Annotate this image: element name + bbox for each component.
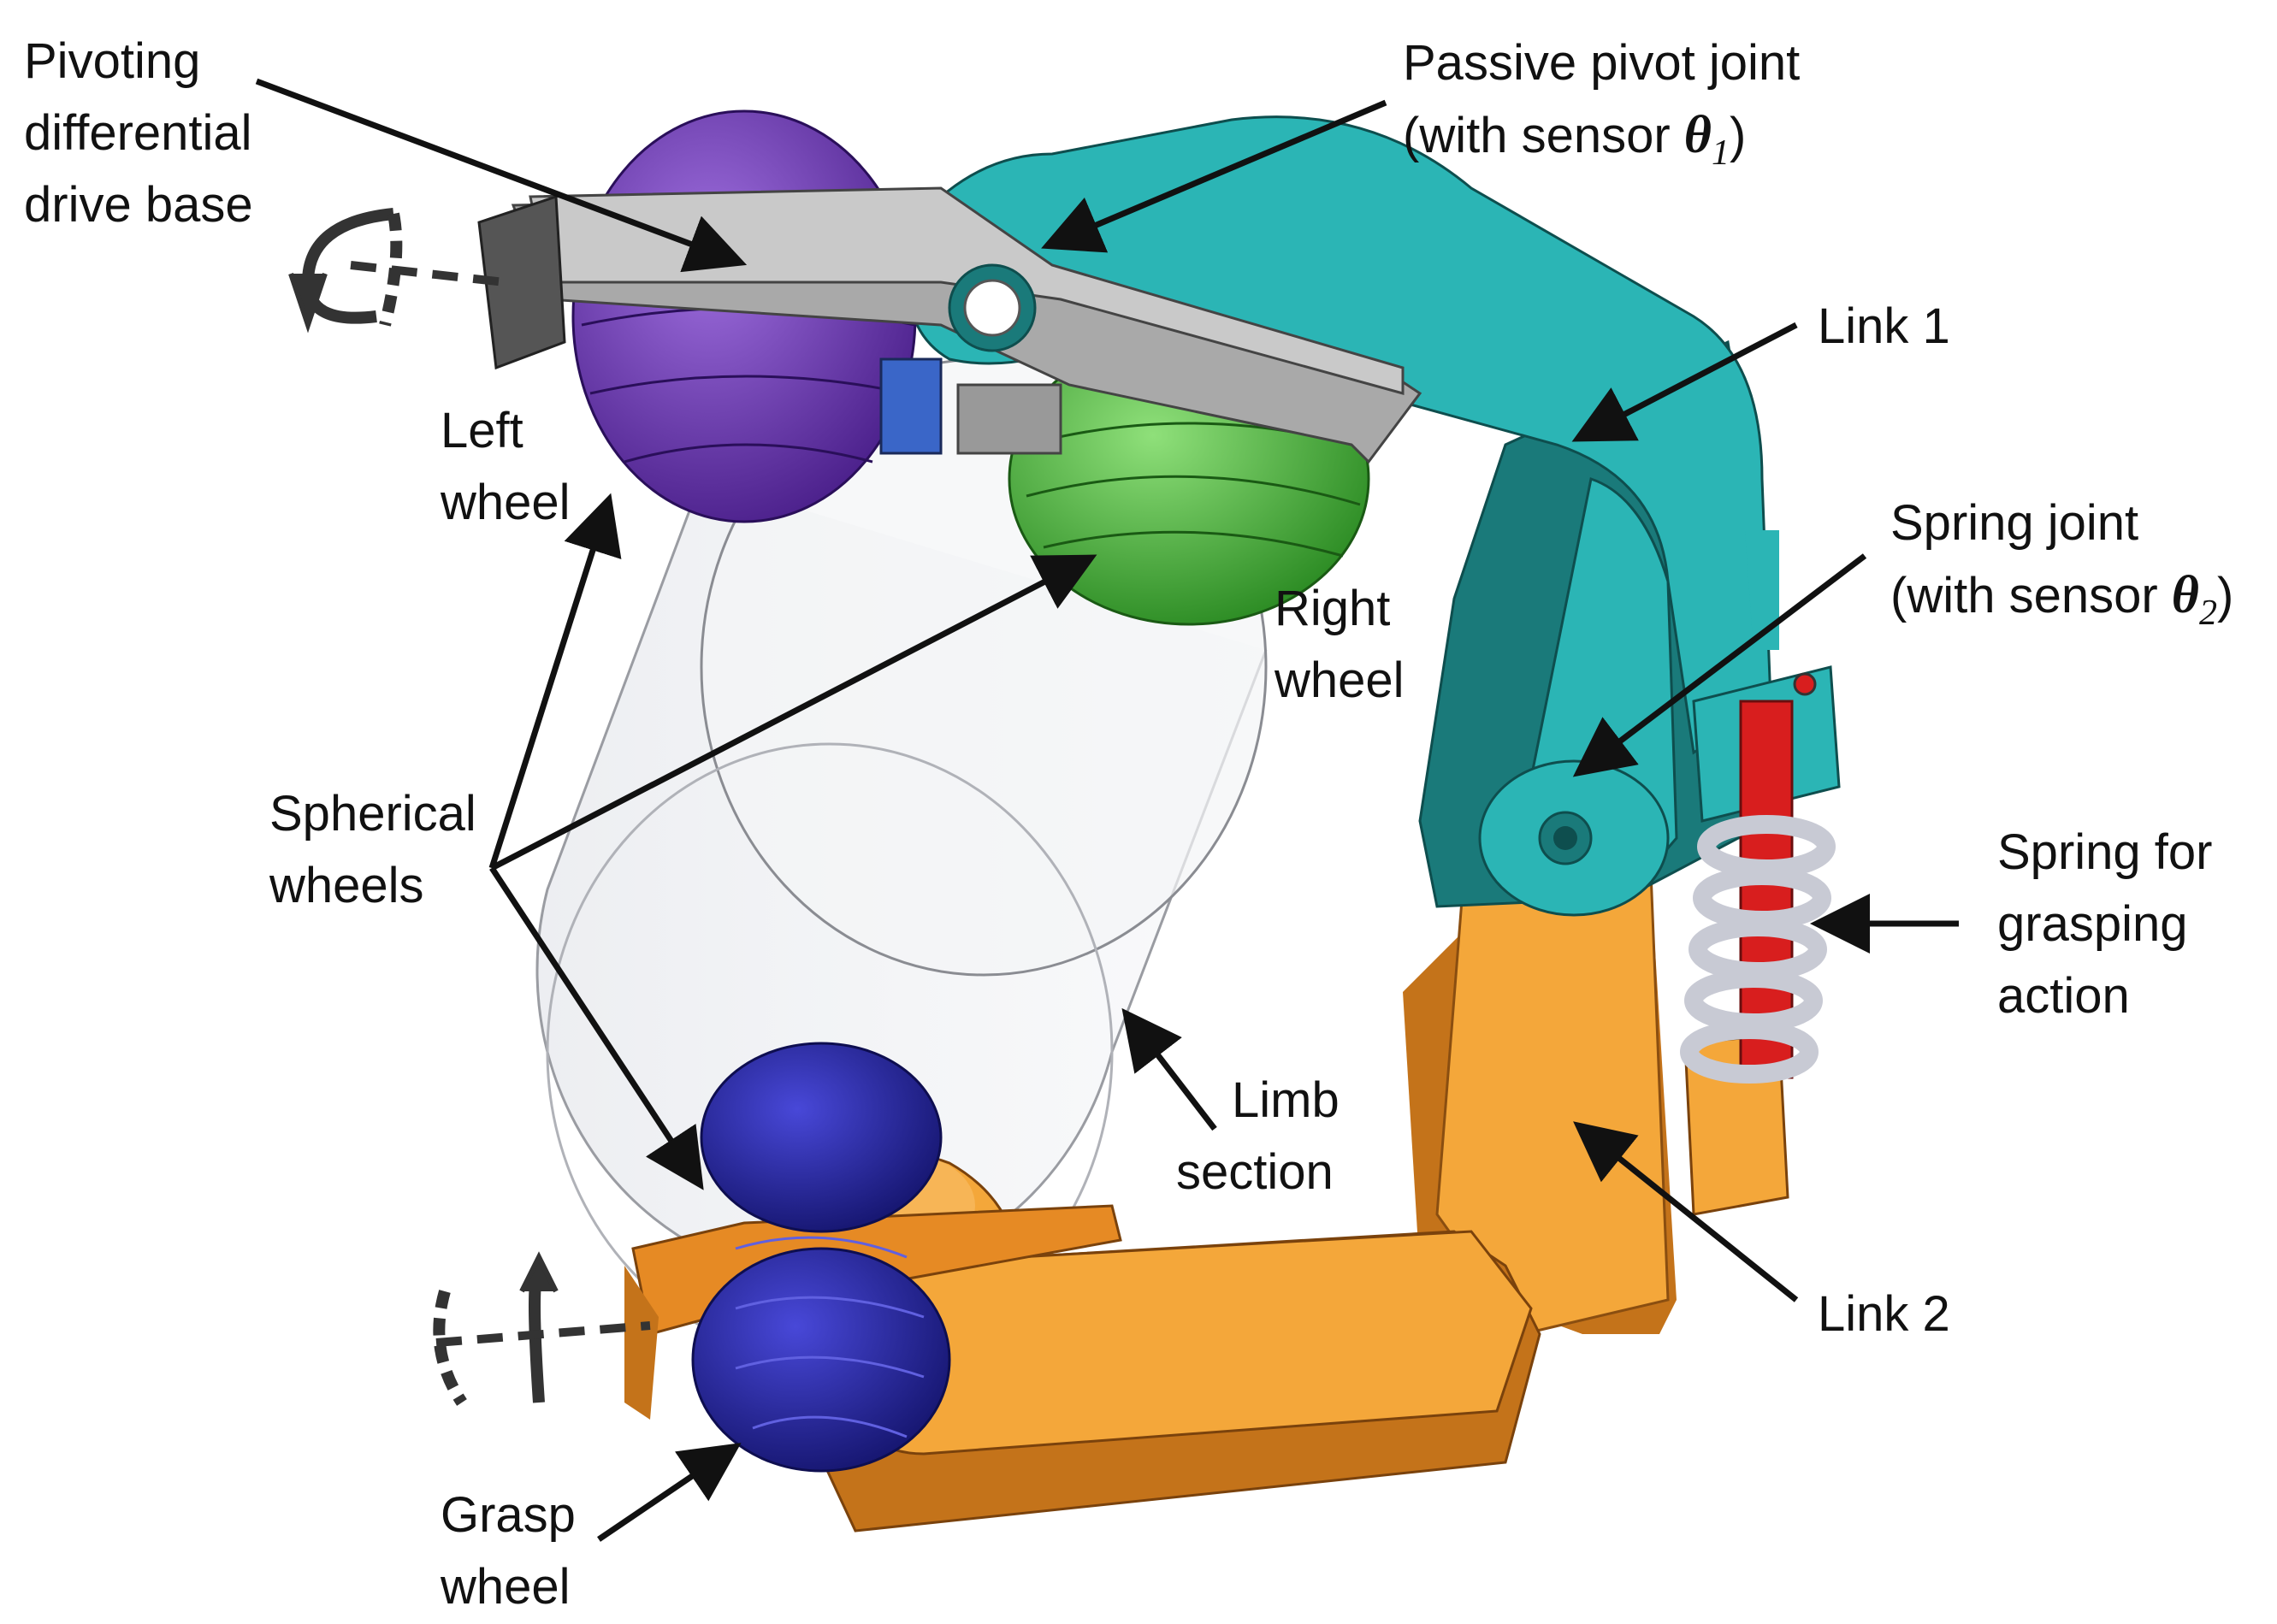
label-line: wheels <box>269 858 424 913</box>
label-line: Link 1 <box>1818 298 1950 354</box>
label-line: wheel <box>1275 653 1405 708</box>
arrow-limb-section <box>1121 1007 1217 1131</box>
label-passive-pivot: Passive pivot joint (with sensor θ1) <box>1403 27 1800 177</box>
label-line: Left <box>441 403 523 458</box>
label-spring-joint: Spring joint (with sensor θ2) <box>1890 487 2233 637</box>
label-line: section <box>1176 1144 1334 1200</box>
label-text: ) <box>1729 108 1747 163</box>
pivot-joint <box>948 263 1037 352</box>
label-spherical-wheels: Spherical wheels <box>269 778 476 922</box>
theta-symbol: θ <box>1683 106 1712 164</box>
label-text: ) <box>2216 568 2234 623</box>
arrow-link1 <box>1571 322 1798 442</box>
label-line: drive base <box>24 177 253 233</box>
label-text: (with sensor <box>1403 108 1684 163</box>
theta-symbol: θ <box>2171 566 2199 624</box>
label-line: Limb <box>1232 1072 1340 1128</box>
label-line: wheel <box>441 475 571 530</box>
label-line: Right <box>1275 581 1391 636</box>
label-line: Passive pivot joint <box>1403 35 1801 91</box>
arrow-link2 <box>1573 1121 1799 1302</box>
annotation-arrows <box>255 78 1959 1542</box>
label-line: Grasp <box>441 1487 576 1543</box>
label-grasp-wheel: Grasp wheel <box>441 1479 576 1623</box>
rotation-arrow-bottom <box>433 1251 651 1406</box>
link1-body <box>906 115 1841 917</box>
label-line: (with sensor θ1) <box>1403 99 1800 177</box>
arrow-grasp-wheel <box>597 1443 742 1542</box>
label-link1: Link 1 <box>1818 291 1950 363</box>
label-line: Spring joint <box>1890 495 2139 551</box>
label-line: Pivoting <box>24 33 201 89</box>
label-limb-section: Limb section <box>1176 1065 1340 1208</box>
label-line: grasping <box>1997 896 2188 952</box>
label-spring-grasp: Spring for grasping action <box>1997 817 2212 1032</box>
label-line: differential <box>24 105 252 161</box>
label-line: Spherical <box>269 786 476 842</box>
arrow-spherical-left <box>488 493 622 870</box>
grasp-wheel <box>691 1042 951 1473</box>
label-line: Spring for <box>1997 824 2213 880</box>
label-text: (with sensor <box>1890 568 2172 623</box>
arrow-pivoting-base <box>255 78 748 273</box>
theta-subscript: 2 <box>2198 593 2217 633</box>
label-line: (with sensor θ2) <box>1890 559 2233 637</box>
arrow-spring-joint <box>1572 553 1867 777</box>
arrow-spherical-grasp <box>489 866 704 1190</box>
arrow-passive-pivot <box>1041 99 1387 253</box>
label-left-wheel: Left wheel <box>441 395 571 539</box>
label-line: Link 2 <box>1818 1286 1950 1342</box>
label-line: wheel <box>441 1559 571 1615</box>
label-link2: Link 2 <box>1818 1279 1950 1350</box>
label-line: action <box>1997 968 2130 1024</box>
rotation-arrow-top <box>288 208 506 334</box>
label-right-wheel: Right wheel <box>1275 573 1405 717</box>
arrow-spherical-right <box>490 554 1097 871</box>
label-pivoting-base: Pivoting differential drive base <box>24 26 253 241</box>
theta-subscript: 1 <box>1711 133 1730 173</box>
